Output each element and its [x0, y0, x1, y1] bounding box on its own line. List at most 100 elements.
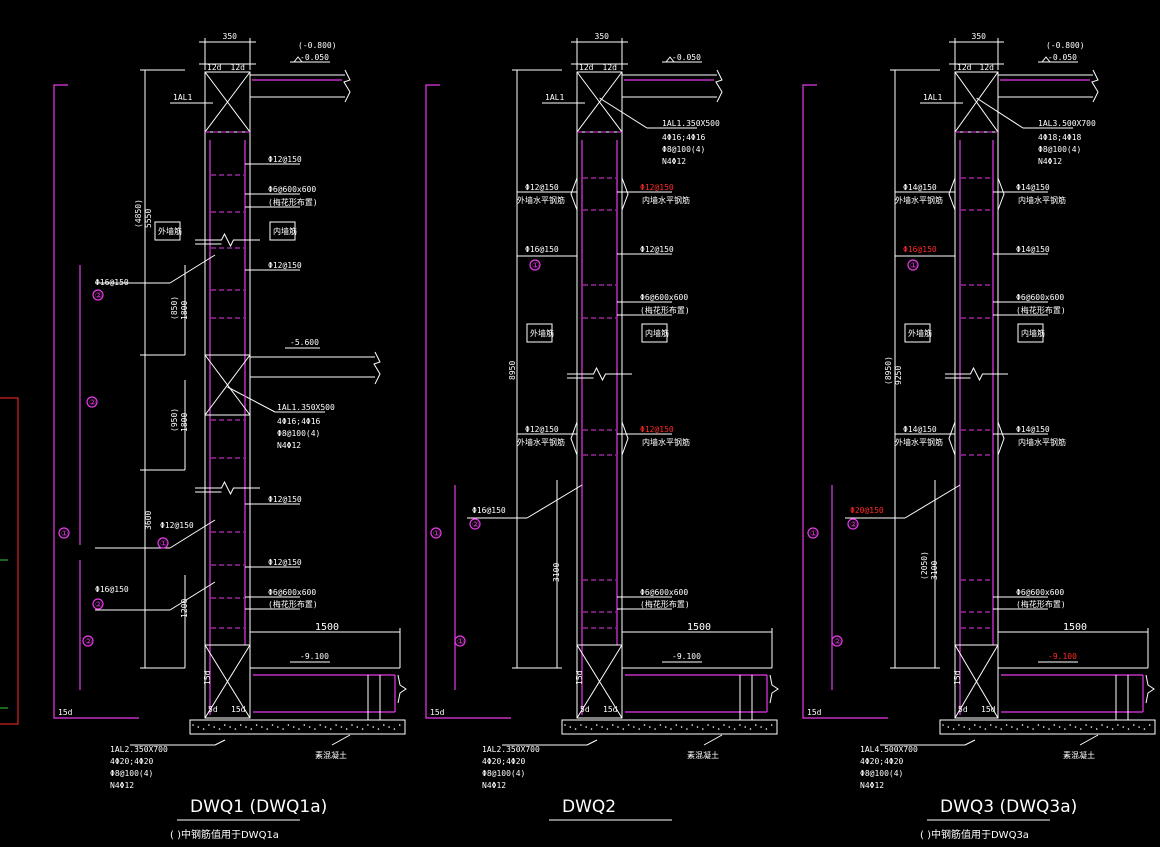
rebar-label: Φ14@150 — [1016, 425, 1050, 434]
cushion-dot — [250, 728, 253, 730]
slab-break — [769, 674, 779, 704]
circle-mark — [92, 598, 104, 610]
beam-bottom-spec: Φ8@100(4) — [482, 769, 525, 778]
cushion-dot — [749, 728, 752, 730]
cushion-dot — [208, 724, 210, 726]
beam-bottom-spec: 4Φ20;4Φ20 — [482, 757, 526, 766]
break-symbol — [195, 480, 260, 496]
text-tag-box — [641, 323, 668, 343]
leader — [169, 581, 216, 611]
cushion-dot — [755, 724, 757, 726]
cushion-dot — [298, 728, 300, 730]
cushion-dot — [564, 724, 566, 726]
cushion-dot — [377, 728, 380, 730]
beam-section — [204, 644, 251, 719]
cushion-dot — [717, 728, 720, 730]
beam-mid-spec: 4Φ18;4Φ18 — [1038, 133, 1082, 142]
rebar-label: Φ12@150 — [268, 495, 302, 504]
cushion-dot — [372, 726, 375, 728]
leader — [976, 97, 1024, 129]
circle-mark-text: ② — [850, 520, 857, 529]
side-label: 内墙水平钢筋 — [642, 195, 690, 205]
top-dimension: 350 — [223, 32, 238, 41]
circle-mark-text: ② — [472, 520, 479, 529]
cushion-dot — [1085, 724, 1087, 726]
foot-label: 5d — [958, 705, 968, 714]
cushion-dot — [723, 724, 725, 726]
cushion-dot — [691, 724, 693, 726]
cushion-dot — [245, 726, 247, 728]
foot-label: 15d — [981, 705, 996, 714]
leader — [964, 739, 976, 746]
wall-thickening — [570, 177, 629, 211]
vert-dim: 1200 — [180, 599, 189, 618]
bracket-mark: ② — [834, 637, 841, 646]
cushion-dot — [1148, 724, 1151, 726]
cushion-dot — [229, 726, 231, 728]
cushion-dot — [303, 724, 306, 726]
bracket-mark: ① — [61, 529, 68, 538]
wall-thickening — [948, 421, 1005, 456]
left-label: Φ16@150 — [903, 245, 937, 254]
foot-label: 15d — [203, 670, 212, 685]
cushion-dot — [1090, 726, 1093, 728]
beam-mid-spec: N4Φ12 — [277, 441, 301, 450]
beam-top-label: 1AL1 — [545, 93, 564, 102]
cushion-dot — [622, 728, 625, 730]
top-sub-dim: 12d — [579, 63, 594, 72]
elevation-top: -0.050 — [300, 53, 329, 62]
beam-section — [576, 71, 623, 133]
vert-dim: 9250 — [894, 366, 903, 385]
beam-bottom-spec: 4Φ20;4Φ20 — [860, 757, 904, 766]
concrete-cushion — [939, 719, 1156, 735]
rebar-label: Φ6@600x600 — [268, 588, 316, 597]
cushion-dot — [569, 726, 572, 728]
elev-mark — [1041, 56, 1051, 63]
wall-title: DWQ2 — [562, 797, 616, 817]
circle-mark — [907, 259, 919, 271]
beam-mid-spec: Φ8@100(4) — [662, 145, 705, 154]
cushion-dot — [287, 724, 290, 726]
concrete-cushion — [561, 719, 778, 735]
rebar-label: (梅花形布置) — [1016, 305, 1066, 315]
cushion-dot — [367, 724, 369, 726]
cushion-dot — [1000, 728, 1003, 730]
cushion-dot — [686, 728, 688, 730]
cushion-dot — [1064, 728, 1066, 730]
top-dimension: 350 — [595, 32, 610, 41]
elevation-top: -0.050 — [1048, 53, 1077, 62]
cushion-dot — [974, 724, 976, 726]
slab-break — [715, 69, 723, 103]
vert-dim: 3100 — [930, 561, 939, 580]
cushion-dot — [282, 728, 284, 730]
wall-note: ( )中钢筋值用于DWQ1a — [170, 828, 279, 841]
cushion-dot — [1111, 728, 1114, 730]
beam-section — [204, 354, 251, 416]
rebar-label: Φ12@150 — [640, 245, 674, 254]
cushion-dot — [1106, 726, 1109, 728]
beam-mid-spec: Φ8@100(4) — [1038, 145, 1081, 154]
beam-bottom-spec: N4Φ12 — [110, 781, 134, 790]
circle-mark-text: ② — [95, 291, 102, 300]
left-label: Φ16@150 — [95, 278, 129, 287]
beam-cross — [576, 644, 623, 719]
beam-top-label: 1AL1 — [923, 93, 942, 102]
cushion-dot — [984, 728, 987, 730]
tag-text: 外墙筋 — [158, 226, 182, 236]
top-sub-dim: 12d — [231, 63, 246, 72]
cushion-dot — [1133, 724, 1135, 726]
cushion-dot — [197, 726, 200, 728]
circle-mark — [454, 635, 466, 647]
circle-mark — [807, 527, 819, 539]
cushion-dot — [383, 724, 385, 726]
leader — [214, 739, 226, 746]
cushion-dot — [266, 728, 269, 730]
cushion-dot — [308, 726, 311, 728]
cushion-dot — [1122, 726, 1124, 728]
vert-dim: (8950) — [884, 356, 893, 385]
foot-label: 15d — [603, 705, 618, 714]
beam-section — [954, 644, 999, 719]
frame-edge — [0, 397, 19, 725]
beam-section — [204, 71, 251, 133]
